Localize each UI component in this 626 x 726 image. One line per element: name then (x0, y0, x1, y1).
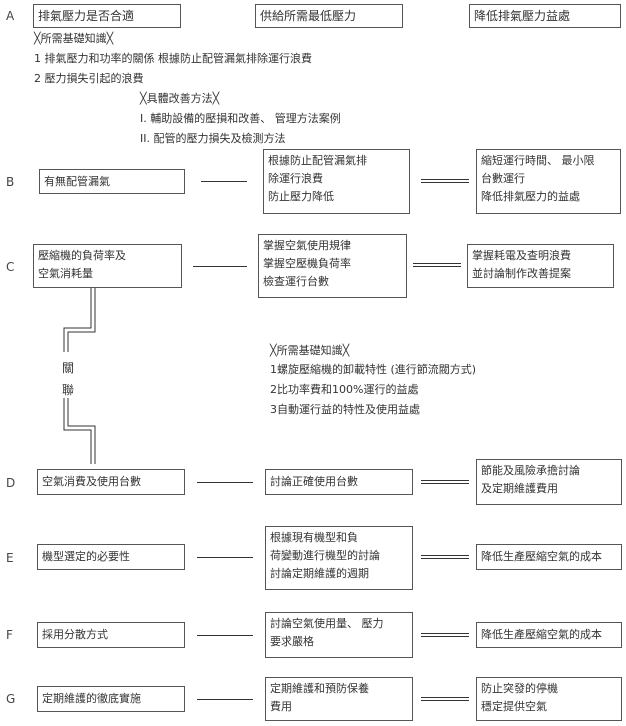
row-g-box-2: 定期維護和預防保養 費用 (265, 677, 413, 721)
link-connector (63, 288, 96, 464)
link-connector-bottom-inner (67, 398, 96, 464)
row-c-box-1-line-1: 壓縮機的負荷率及 (38, 249, 126, 262)
row-a-box-3: 降低排氣壓力益處 (469, 4, 621, 28)
row-c-box-3: 掌握耗電及查明浪費 並討論制作改善提案 (467, 244, 614, 288)
row-e-box-2-line-3: 討論定期維護的週期 (270, 567, 369, 580)
row-d-box-1: 空氣消費及使用台數 (37, 469, 185, 495)
row-e-box-1: 機型選定的必要性 (37, 544, 185, 570)
row-b-box-3-line-3: 降低排氣壓力的益處 (481, 190, 580, 203)
row-c-connector-1 (193, 266, 247, 267)
row-e-connector-1 (197, 557, 253, 558)
row-b-box-3-line-2: 台數運行 (481, 172, 525, 185)
row-g-box-3-line-1: 防止突發的停機 (481, 682, 558, 695)
row-b-connector-2 (421, 179, 469, 183)
note-3-line-2: 2比功率費和100%運行的益處 (270, 383, 419, 396)
row-f-box-2-line-2: 要求嚴格 (270, 635, 314, 648)
row-c-box-1: 壓縮機的負荷率及 空氣消耗量 (33, 244, 182, 288)
row-b-box-1: 有無配管漏氣 (39, 169, 185, 194)
row-d-connector-1 (197, 482, 253, 483)
row-g-box-2-line-1: 定期維護和預防保養 (270, 682, 369, 695)
row-f-box-2-line-1: 討論空氣使用量、 壓力 (270, 617, 384, 630)
row-label-d: D (6, 476, 16, 490)
note-2-title: ╳具體改善方法╳ (140, 92, 220, 105)
row-g-box-2-line-2: 費用 (270, 700, 292, 713)
row-d-box-3-line-1: 節能及風險承擔討論 (481, 464, 580, 477)
link-char-2: 聯 (62, 383, 75, 397)
note-1-line-2: 2 壓力損失引起的浪費 (34, 72, 144, 85)
row-d-box-3: 節能及風險承擔討論 及定期維護費用 (476, 459, 622, 505)
row-c-box-3-line-1: 掌握耗電及查明浪費 (472, 249, 571, 262)
row-g-connector-2 (421, 697, 469, 701)
row-f-connector-2 (421, 633, 469, 637)
note-1-line-1: 1 排氣壓力和功率的關係 根據防止配管漏氣排除運行浪費 (34, 52, 312, 65)
note-2-line-2: II. 配管的壓力損失及檢測方法 (140, 132, 286, 145)
row-e-box-3: 降低生產壓縮空氣的成本 (476, 544, 622, 570)
row-c-box-3-line-2: 並討論制作改善提案 (472, 267, 571, 280)
row-f-box-3: 降低生產壓縮空氣的成本 (476, 622, 622, 648)
row-f-box-1: 採用分散方式 (37, 622, 185, 648)
row-label-g: G (6, 692, 16, 706)
row-g-box-1: 定期維護的徹底實施 (37, 686, 185, 712)
row-f-box-2: 討論空氣使用量、 壓力 要求嚴格 (265, 612, 413, 658)
row-e-connector-2 (421, 555, 469, 559)
link-connector-bottom-outer (63, 398, 92, 464)
row-e-box-2-line-2: 荷變動進行機型的討論 (270, 549, 380, 562)
note-2-line-1: I. 輔助設備的壓損和改善、 管理方法案例 (140, 112, 341, 125)
link-connector-top-inner (63, 288, 92, 352)
row-g-connector-1 (197, 699, 253, 700)
link-char-1: 關 (62, 361, 75, 375)
row-c-box-1-line-2: 空氣消耗量 (38, 267, 93, 280)
row-g-box-3: 防止突發的停機 穩定提供空氣 (476, 677, 622, 721)
note-3-title: ╳所需基礎知識╳ (270, 344, 350, 357)
row-b-box-2-line-3: 防止壓力降低 (268, 190, 334, 203)
row-c-box-2-line-3: 檢查運行台數 (263, 275, 329, 288)
row-label-a: A (6, 9, 15, 23)
row-b-box-2-line-1: 根據防止配管漏氣排 (268, 154, 367, 167)
row-g-box-3-line-2: 穩定提供空氣 (481, 700, 547, 713)
row-a-box-2: 供給所需最低壓力 (255, 4, 403, 28)
row-b-box-2: 根據防止配管漏氣排 除運行浪費 防止壓力降低 (263, 149, 410, 214)
row-b-box-3: 縮短運行時間、 最小限 台數運行 降低排氣壓力的益處 (476, 149, 621, 214)
row-c-box-2-line-1: 掌握空氣使用規律 (263, 239, 351, 252)
row-f-connector-1 (197, 635, 253, 636)
row-d-connector-2 (421, 480, 469, 484)
row-a-box-1: 排氣壓力是否合適 (33, 4, 181, 28)
row-c-box-2: 掌握空氣使用規律 掌握空壓機負荷率 檢查運行台數 (258, 234, 407, 298)
row-c-connector-2 (413, 263, 461, 267)
row-label-c: C (6, 260, 15, 274)
note-3-line-1: 1螺旋壓縮機的卸載特性 (進行節流閥方式) (270, 363, 477, 376)
note-3-line-3: 3自動運行益的特性及使用益處 (270, 403, 420, 416)
row-e-box-2-line-1: 根據現有機型和負 (270, 531, 358, 544)
row-c-box-2-line-2: 掌握空壓機負荷率 (263, 257, 351, 270)
row-d-box-3-line-2: 及定期維護費用 (481, 482, 558, 495)
row-label-e: E (6, 551, 14, 565)
row-b-box-2-line-2: 除運行浪費 (268, 172, 323, 185)
link-connector-top-outer (67, 288, 96, 352)
row-label-f: F (6, 628, 13, 642)
row-b-connector-1 (201, 181, 247, 182)
row-label-b: B (6, 175, 15, 189)
row-d-box-2: 討論正確使用台數 (265, 469, 413, 495)
note-1-title: ╳所需基礎知識╳ (34, 32, 114, 45)
row-b-box-3-line-1: 縮短運行時間、 最小限 (481, 154, 595, 167)
row-e-box-2: 根據現有機型和負 荷變動進行機型的討論 討論定期維護的週期 (265, 526, 413, 590)
